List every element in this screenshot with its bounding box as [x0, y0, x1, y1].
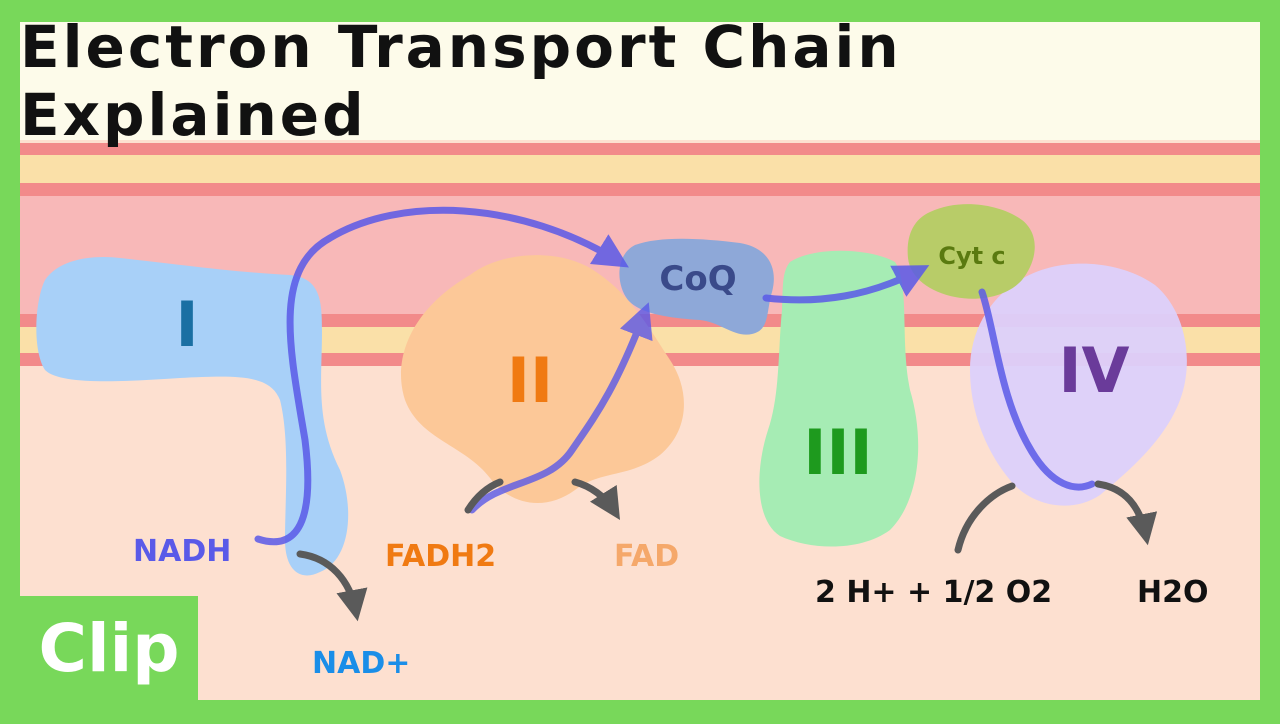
clip-badge: Clip	[20, 596, 198, 700]
arrow-to-water	[1094, 480, 1158, 546]
hydrogen-oxygen-label: 2 H+ + 1/2 O2	[815, 575, 1052, 610]
coq-label: CoQ	[659, 259, 736, 299]
electron-path-fadh2-to-coq	[468, 302, 653, 514]
electron-path-coq-to-cytc	[762, 265, 930, 304]
arrow-nadh-to-nad	[296, 550, 368, 622]
page-title: Electron Transport Chain Explained	[20, 13, 902, 149]
nad-plus-label: NAD+	[312, 646, 410, 681]
arrow-oxygen-reduction	[954, 482, 1016, 554]
complex-3-label: III	[803, 416, 872, 489]
complex-1-label: I	[175, 288, 198, 361]
water-label: H2O	[1137, 575, 1208, 610]
complex-1-shape	[36, 257, 349, 576]
nadh-label: NADH	[133, 534, 231, 569]
complex-4-label: IV	[1058, 334, 1129, 407]
cytc-label: Cyt c	[938, 242, 1005, 270]
outer-membrane	[20, 143, 1260, 196]
arrow-fadh2-start	[464, 478, 504, 514]
complex-2-label: II	[507, 344, 553, 417]
coq-shape	[619, 238, 774, 335]
electron-path-cytc-to-water	[978, 288, 1096, 491]
arrow-to-fad	[571, 478, 621, 521]
clip-badge-label: Clip	[38, 609, 180, 687]
title-panel: Electron Transport Chain Explained	[20, 13, 1260, 149]
fad-label: FAD	[614, 539, 679, 574]
fadh2-label: FADH2	[385, 539, 496, 574]
cytc-shape	[907, 204, 1035, 299]
complex-3-shape	[759, 250, 919, 547]
complex-2-shape	[401, 255, 684, 504]
electron-path-nadh-to-coq	[254, 206, 629, 546]
